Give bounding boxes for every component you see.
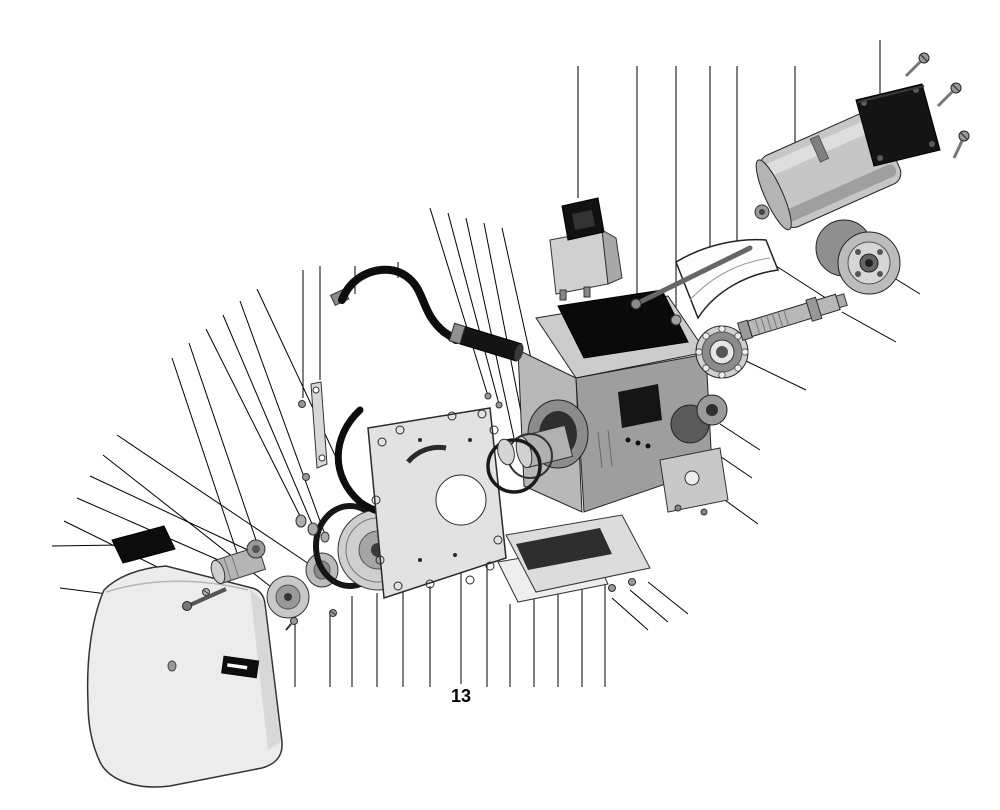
control-knob [670,394,728,444]
motor [754,111,902,231]
fixing-screws [904,52,970,159]
small-screw-a [285,617,298,631]
ball-bearing [695,325,749,379]
air-intake [557,289,689,359]
damper-rod [630,245,753,310]
cover-brand-label [221,655,260,679]
small-nut [670,314,682,326]
fuel-hose [448,322,524,362]
switch-block [549,197,623,301]
drive-pulley [266,575,310,619]
small-bearing-collar [246,539,266,559]
cover-hole [167,660,177,672]
motor-end-cap [855,83,941,167]
ignition-cable [329,265,460,344]
part-13-callout: 13 [451,686,471,706]
drive-coupling-disc [815,219,901,295]
valve-block [659,447,729,516]
link-bracket [298,381,328,481]
blast-tube [497,438,515,466]
pump-shaft [737,293,848,341]
outer-cover [86,565,283,788]
cover-screw [202,588,210,596]
small-screw-b [329,609,337,617]
washer-set [295,514,330,543]
inner-tube [515,424,574,469]
air-damper-vane [675,238,780,320]
front-screws [484,392,503,409]
mounting-plate [367,407,507,600]
bottom-tray [505,514,651,593]
gasket-plate [111,525,176,564]
long-bolt [182,587,227,611]
